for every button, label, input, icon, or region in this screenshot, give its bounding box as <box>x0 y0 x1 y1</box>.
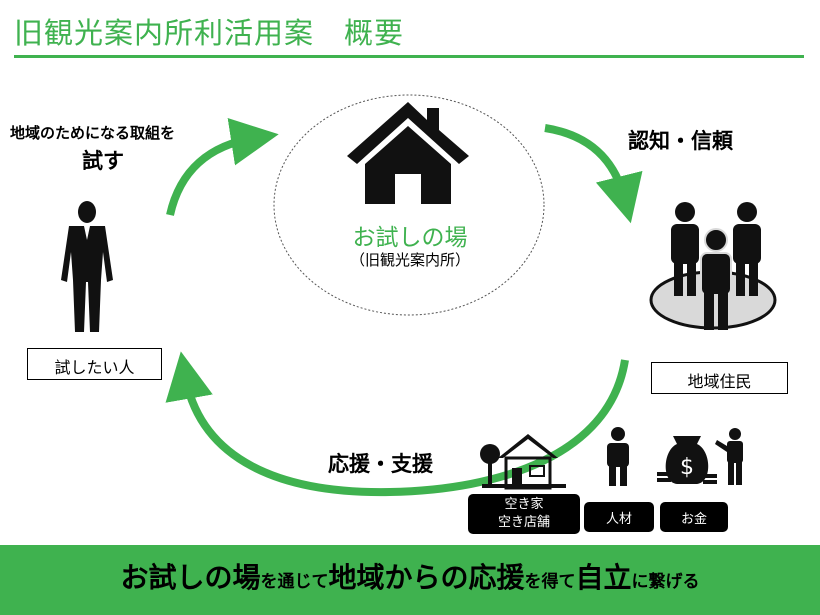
money-icon: $ <box>657 428 743 485</box>
center-dashed-ellipse <box>273 94 545 316</box>
money-text: お金 <box>680 512 707 527</box>
center-label: お試しの場 <box>352 225 468 251</box>
page-title: 旧観光案内所利活用案 概要 <box>14 16 405 50</box>
arrow-bottom-arc <box>165 351 629 497</box>
people-text: 人材 <box>605 512 632 527</box>
summary-banner <box>0 545 820 615</box>
arrow-top-right <box>544 124 643 224</box>
center-sublabel: （旧観光案内所） <box>349 251 470 269</box>
summary-part-2: を通じて <box>260 572 329 592</box>
svg-text:$: $ <box>680 455 694 480</box>
vacant-house-text: 空き家 <box>504 497 544 512</box>
left-caption-line2: 試す <box>82 149 124 173</box>
house-icon <box>347 102 469 204</box>
people-badge: 人材 <box>584 502 654 532</box>
support-caption: 応援・支援 <box>328 452 433 476</box>
money-badge: お金 <box>660 502 728 532</box>
summary-part-4: を得て <box>524 572 576 592</box>
businessman-icon <box>61 201 113 332</box>
summary-part-3: 地域からの応援 <box>328 561 525 594</box>
summary-text: お試しの場を通じて地域からの応援を得て自立に繋げる <box>0 556 820 596</box>
vacant-house-icon <box>480 434 566 490</box>
residents-label-box: 地域住民 <box>651 362 788 394</box>
person-icon <box>607 427 629 486</box>
residents-group-icon <box>649 202 777 330</box>
vacant-store-text: 空き店舗 <box>497 515 550 530</box>
person-label-box: 試したい人 <box>27 348 162 380</box>
left-caption-line1: 地域のためになる取組を <box>10 124 176 142</box>
summary-part-1: お試しの場 <box>120 561 261 594</box>
title-underline <box>14 55 804 58</box>
summary-part-5: 自立 <box>575 561 632 594</box>
residents-label: 地域住民 <box>687 372 752 391</box>
person-label: 試したい人 <box>54 358 135 377</box>
right-caption: 認知・信頼 <box>628 129 733 153</box>
summary-part-6: に繋げる <box>631 572 700 592</box>
arrow-top-left <box>166 117 279 216</box>
vacant-property-badge: 空き家 空き店舗 <box>468 494 580 534</box>
